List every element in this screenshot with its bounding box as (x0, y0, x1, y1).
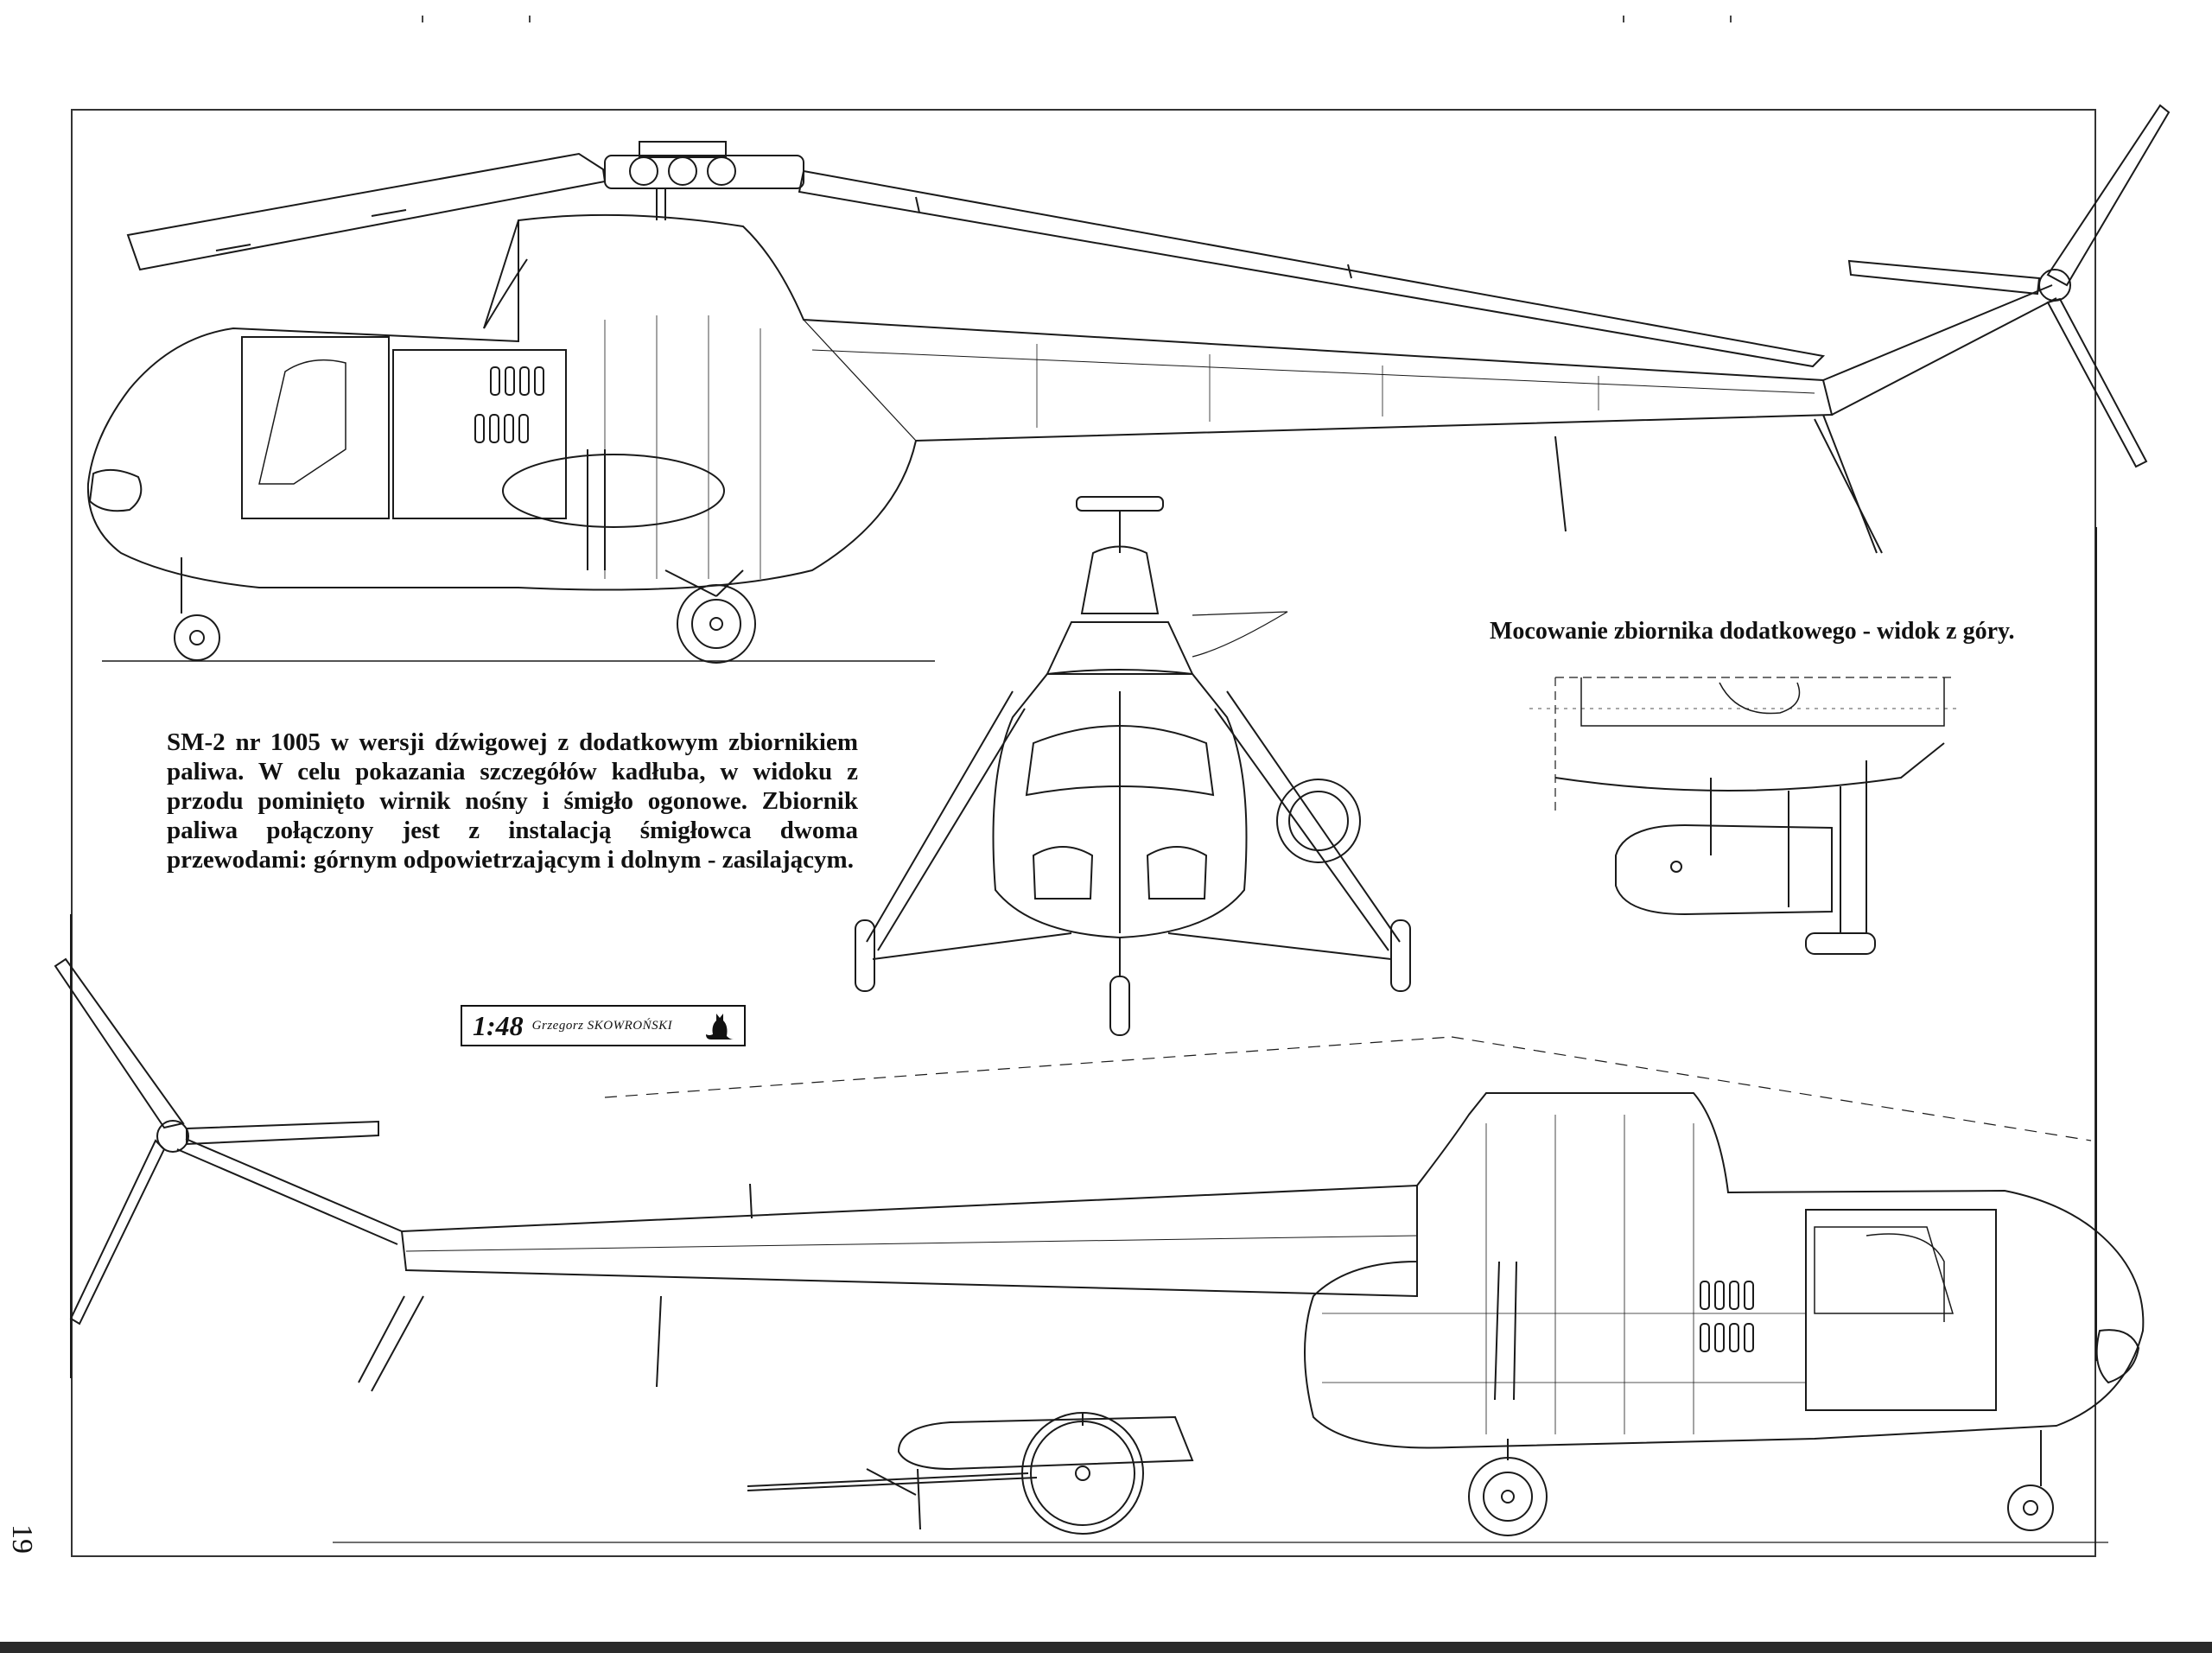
cat-icon (706, 1014, 734, 1039)
registration-mark (529, 16, 531, 22)
scale-value: 1:48 (473, 1009, 524, 1041)
detail-view-tank-mounting (1529, 677, 1961, 955)
registration-mark (422, 16, 423, 22)
registration-mark (1730, 16, 1732, 22)
drawing-caption: SM-2 nr 1005 w wersji dźwigowej z dodatk… (167, 728, 858, 874)
scale-box: 1:48 Grzegorz SKOWROŃSKI (461, 1005, 746, 1046)
registration-mark (1623, 16, 1624, 22)
side-view-right-facing (54, 957, 2145, 1543)
side-view-left-facing (86, 104, 2171, 664)
page-number: 19 (6, 1524, 38, 1554)
scan-edge (0, 1642, 2212, 1653)
author-name: Grzegorz SKOWROŃSKI (531, 1018, 673, 1033)
caption-text: SM-2 nr 1005 w wersji dźwigowej z dodatk… (167, 728, 858, 874)
front-view (855, 496, 1411, 1036)
detail-view-title: Mocowanie zbiornika dodatkowego - widok … (1490, 618, 2015, 645)
